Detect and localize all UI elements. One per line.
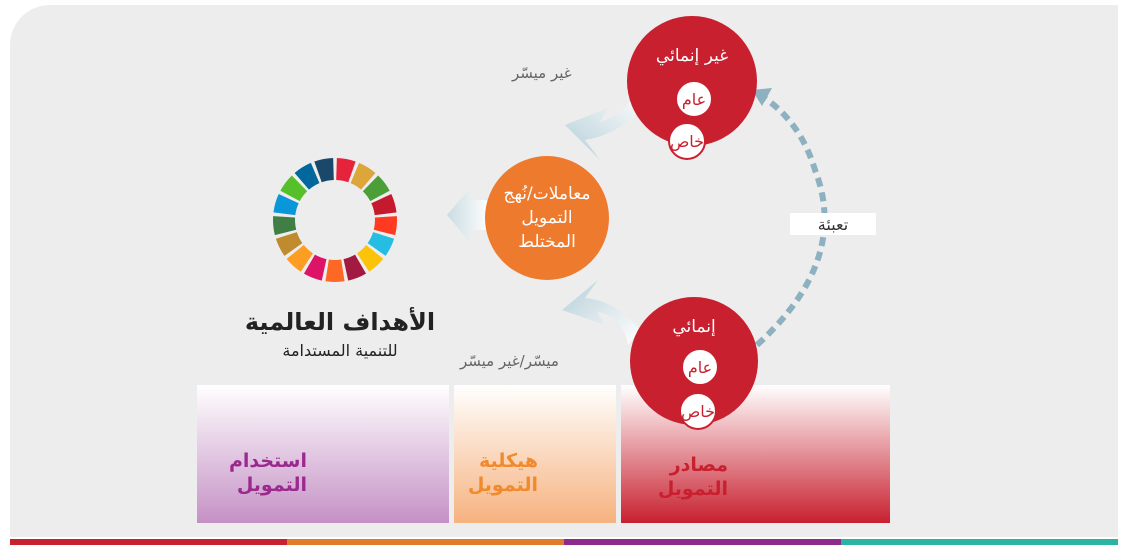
bottom-bar-segment	[841, 539, 1118, 545]
bottom-bar-segment	[10, 539, 287, 545]
sdg-wheel-segment	[325, 259, 345, 283]
column-label-structure: هيكلية التمويل	[467, 450, 538, 496]
blended-finance-circle: معاملات/نُهج التمويل المختلط	[485, 156, 609, 280]
mobilize-label: تعبئة	[817, 214, 849, 234]
blended-line-3: المختلط	[518, 232, 576, 252]
sdg-wheel-segment	[343, 254, 367, 281]
development-title: إنمائي	[672, 317, 716, 337]
mobilization-arc	[754, 92, 828, 348]
sdg-wheel-segment	[280, 175, 308, 202]
non-dev-public-badge: عام	[675, 80, 713, 118]
dev-public-badge: عام	[681, 348, 719, 386]
non-concessional-label: غير ميسّر	[512, 64, 572, 82]
dev-private-badge: خاص	[679, 392, 717, 430]
non-dev-private-badge: خاص	[668, 122, 706, 160]
sdg-wheel-segment	[350, 162, 376, 190]
column-structure: هيكلية التمويل	[454, 385, 616, 523]
bottom-bar-segment	[287, 539, 564, 545]
bottom-bar-segment	[564, 539, 841, 545]
sdg-wheel	[272, 158, 398, 283]
sdg-wheel-segment	[273, 194, 299, 216]
sdg-wheel-segment	[275, 232, 303, 256]
sdg-wheel-segment	[367, 232, 395, 256]
bottom-color-bar	[10, 539, 1118, 545]
sdg-wheel-segment	[362, 175, 390, 202]
column-label-sources: مصادر التمويل	[657, 454, 728, 500]
arrow-concessional	[562, 280, 640, 345]
mobilization-arrowhead	[752, 88, 772, 106]
sdg-wheel-segment	[303, 254, 327, 281]
sdg-title: الأهداف العالمية	[244, 308, 436, 336]
blended-line-1: معاملات/نُهج	[503, 184, 591, 204]
arrow-non-concessional	[565, 92, 650, 160]
sdg-wheel-segment	[357, 245, 384, 272]
sdg-wheel-segment	[294, 162, 320, 190]
column-use-of-funds: استخدام التمويل	[197, 385, 449, 523]
mobilize-label-box: تعبئة	[790, 213, 876, 235]
sdg-wheel-segment	[272, 216, 297, 236]
sdg-wheel-segment	[373, 216, 398, 236]
sdg-wheel-segment	[314, 158, 334, 183]
sdg-wheel-segment	[286, 245, 313, 272]
sdg-wheel-segment	[336, 158, 356, 183]
blended-line-2: التمويل	[521, 208, 573, 228]
concessional-label: ميسّر/غير ميسّر	[460, 352, 559, 370]
sdg-subtitle: للتنمية المستدامة	[282, 341, 398, 360]
arrow-to-sdg	[447, 188, 490, 242]
non-development-title: غير إنمائي	[655, 46, 729, 66]
column-label-use: استخدام التمويل	[228, 450, 307, 496]
sdg-wheel-segment	[371, 194, 397, 216]
